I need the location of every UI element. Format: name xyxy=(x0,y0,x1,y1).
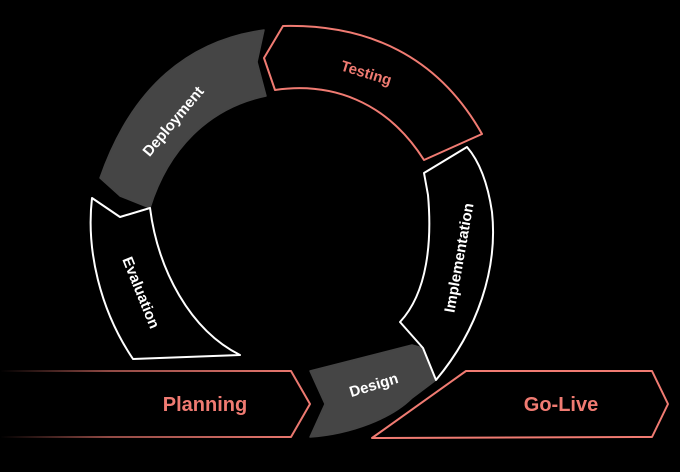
testing-arrow-shape xyxy=(263,24,483,161)
design-arrow-shape xyxy=(309,344,437,438)
go-live-stage: Go-Live xyxy=(371,370,669,439)
evaluation-arrow-shape xyxy=(89,197,241,360)
deployment-stage: Deployment xyxy=(99,29,267,209)
planning-stage: Planning xyxy=(0,370,311,438)
planning-arrow-shape xyxy=(0,370,311,438)
evaluation-stage: Evaluation xyxy=(89,197,241,360)
implementation-label: Implementation xyxy=(441,202,477,314)
design-stage: Design xyxy=(309,344,437,438)
evaluation-label: Evaluation xyxy=(118,254,162,331)
implementation-arrow-shape xyxy=(399,146,494,381)
go-live-arrow-shape xyxy=(371,370,669,439)
testing-label: Testing xyxy=(339,58,394,90)
planning-label: Planning xyxy=(163,394,247,416)
go-live-label: Go-Live xyxy=(524,394,598,416)
testing-stage: Testing xyxy=(263,24,483,161)
deployment-arrow-shape xyxy=(99,29,267,209)
